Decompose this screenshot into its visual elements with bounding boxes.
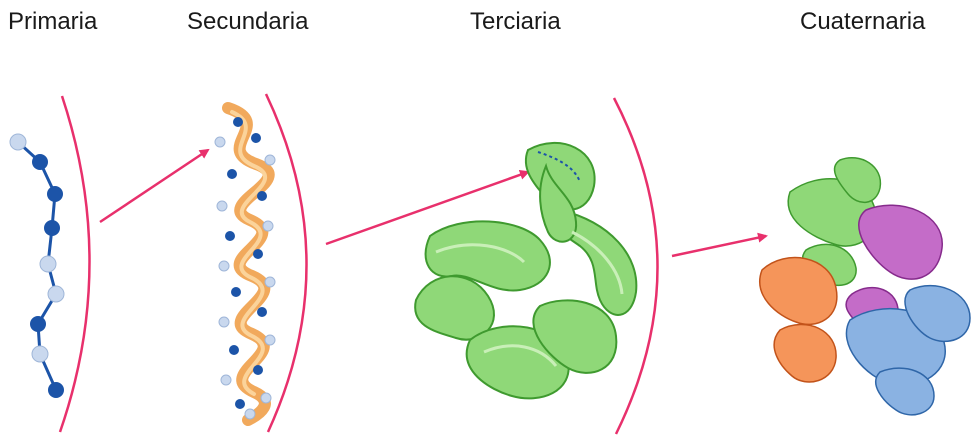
secondary-structure-helix <box>215 108 275 420</box>
bead-light <box>32 346 48 362</box>
subunit-orange <box>760 258 837 382</box>
bead-dark <box>32 154 48 170</box>
bracket-2 <box>266 94 307 432</box>
bead-dark <box>44 220 60 236</box>
bracket-1 <box>60 96 90 432</box>
bead-dark <box>48 382 64 398</box>
bead-light <box>10 134 26 150</box>
bead-light <box>48 286 64 302</box>
arrow-tertiary-to-quaternary <box>672 236 766 256</box>
primary-structure-chain <box>10 134 64 398</box>
tertiary-structure-fold <box>415 143 636 398</box>
bead-light <box>40 256 56 272</box>
arrow-primary-to-secondary <box>100 150 208 222</box>
quaternary-structure-complex <box>760 158 970 415</box>
bead-dark <box>47 186 63 202</box>
bead-dark <box>30 316 46 332</box>
